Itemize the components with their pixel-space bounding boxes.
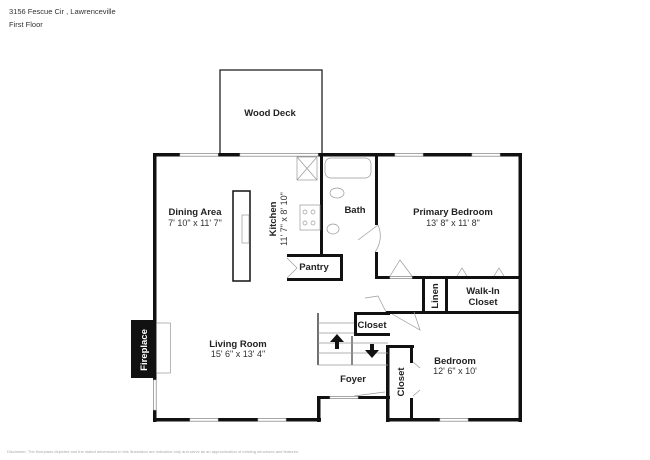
room-dims-bedroom: 12' 6" x 10' — [433, 366, 477, 376]
room-label-pantry: Pantry — [299, 262, 329, 273]
room-dims-primary-bedroom: 13' 8" x 11' 8" — [426, 218, 480, 228]
room-label-primary-bedroom: Primary Bedroom — [413, 207, 493, 218]
room-label-kitchen: Kitchen — [268, 201, 279, 236]
room-label-living: Living Room — [209, 339, 267, 350]
floor-label: First Floor — [9, 20, 43, 29]
room-dims-living: 15' 6" x 13' 4" — [211, 349, 265, 359]
wood-deck — [219, 69, 323, 156]
room-label-wood-deck: Wood Deck — [244, 108, 296, 119]
address: 3156 Fescue Cir , Lawrenceville — [9, 7, 116, 16]
room-label-bath: Bath — [344, 205, 365, 216]
room-label-walk-in-closet: Closet — [468, 297, 498, 308]
disclaimer: Disclaimer: The floorplans depicted and … — [7, 449, 300, 454]
room-label-fireplace: Fireplace — [139, 329, 150, 371]
stairs-up-arrow-icon — [330, 334, 344, 349]
room-label-hall-closet: Closet — [357, 320, 387, 331]
walls — [153, 153, 522, 422]
fixtures — [156, 156, 505, 397]
fireplace — [131, 320, 155, 378]
room-label-linen: Linen — [430, 283, 441, 309]
room-label-dining: Dining Area — [169, 207, 223, 218]
room-label-walk-in: Walk-In — [466, 286, 500, 297]
stairs-down-arrow-icon — [365, 344, 379, 358]
room-label-foyer: Foyer — [340, 374, 366, 385]
room-dims-kitchen: 11' 7" x 8' 10" — [279, 192, 289, 246]
room-label-bedroom: Bedroom — [434, 356, 476, 367]
room-dims-dining: 7' 10" x 11' 7" — [168, 218, 222, 228]
room-label-bedroom-closet: Closet — [396, 367, 407, 397]
